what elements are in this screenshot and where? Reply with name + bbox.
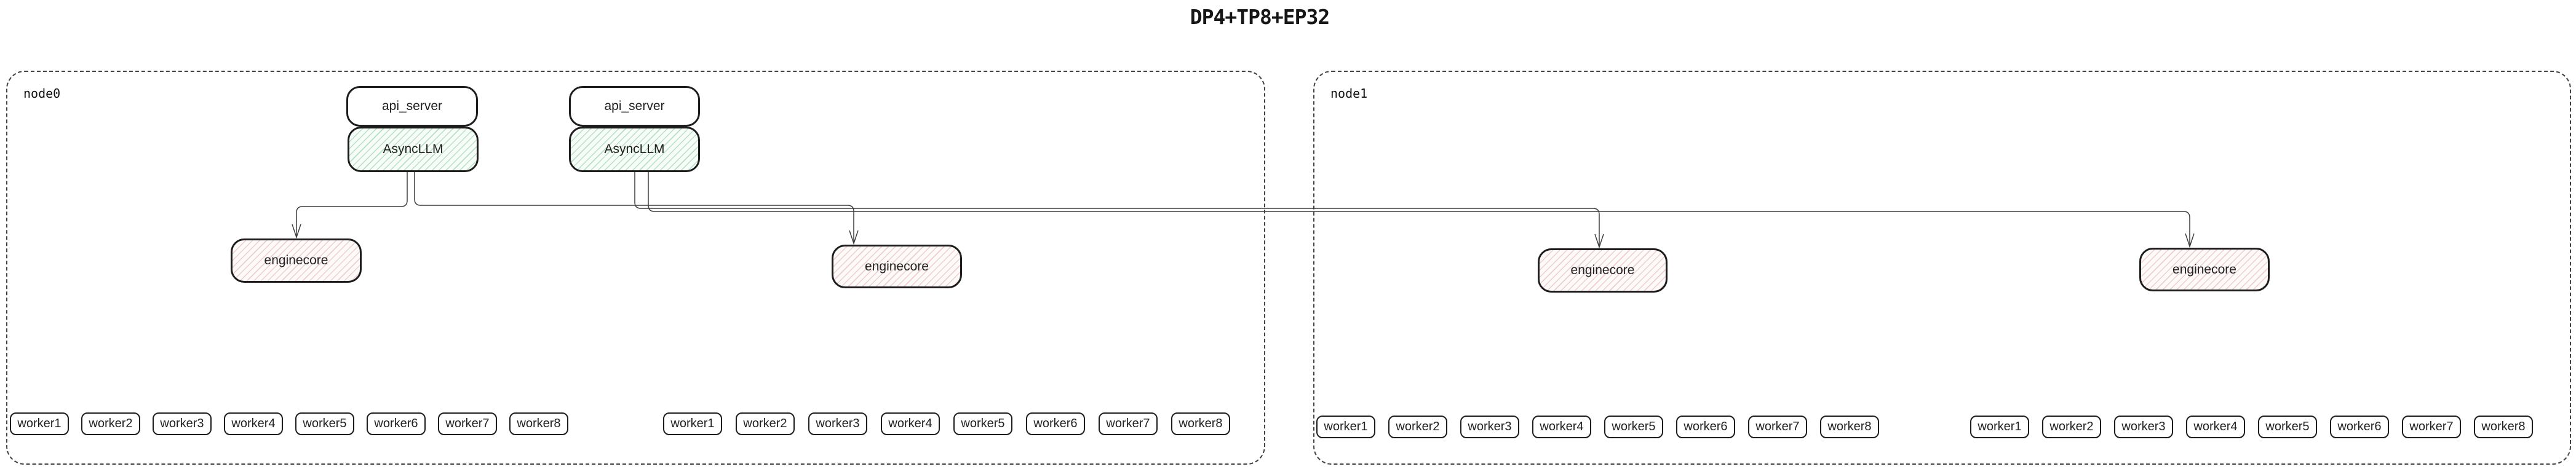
worker-box: worker3	[808, 412, 867, 435]
api-server-2-box: api_server	[569, 86, 700, 127]
worker-box: worker4	[1532, 416, 1591, 438]
worker-box: worker2	[2042, 416, 2101, 438]
diagram-title: DP4+TP8+EP32	[1190, 5, 1330, 29]
worker-box: worker7	[438, 412, 497, 435]
api-server-1-box: api_server	[346, 86, 478, 127]
asyncllm-2-box: AsyncLLM	[569, 127, 700, 172]
node1-worker-group-2: worker1 worker2 worker3 worker4 worker5 …	[1970, 416, 2533, 438]
worker-box: worker5	[295, 412, 354, 435]
worker-box: worker8	[1820, 416, 1879, 438]
worker-box: worker5	[2258, 416, 2317, 438]
enginecore-4-box: enginecore	[2139, 248, 2270, 291]
worker-box: worker2	[1388, 416, 1447, 438]
worker-box: worker3	[1460, 416, 1519, 438]
worker-box: worker4	[224, 412, 283, 435]
worker-box: worker8	[2474, 416, 2533, 438]
worker-box: worker6	[2330, 416, 2389, 438]
node0-worker-group-2: worker1 worker2 worker3 worker4 worker5 …	[663, 412, 1230, 435]
worker-box: worker1	[1970, 416, 2029, 438]
worker-box: worker4	[881, 412, 940, 435]
worker-box: worker7	[1748, 416, 1807, 438]
node1-worker-group-1: worker1 worker2 worker3 worker4 worker5 …	[1316, 416, 1879, 438]
worker-box: worker6	[1026, 412, 1085, 435]
worker-box: worker2	[736, 412, 795, 435]
worker-box: worker1	[1316, 416, 1375, 438]
node0-worker-group-1: worker1 worker2 worker3 worker4 worker5 …	[10, 412, 568, 435]
worker-box: worker8	[1171, 412, 1230, 435]
worker-box: worker7	[2402, 416, 2461, 438]
worker-box: worker5	[953, 412, 1012, 435]
enginecore-1-box: enginecore	[231, 238, 362, 283]
worker-box: worker8	[509, 412, 568, 435]
enginecore-3-box: enginecore	[1538, 248, 1668, 293]
worker-box: worker5	[1604, 416, 1663, 438]
node0-label: node0	[23, 86, 61, 101]
worker-box: worker4	[2186, 416, 2245, 438]
worker-box: worker2	[81, 412, 140, 435]
worker-box: worker1	[10, 412, 69, 435]
asyncllm-1-box: AsyncLLM	[348, 127, 479, 172]
worker-box: worker6	[367, 412, 426, 435]
worker-box: worker1	[663, 412, 722, 435]
node1-container	[1313, 71, 2571, 465]
worker-box: worker6	[1676, 416, 1735, 438]
worker-box: worker3	[2114, 416, 2173, 438]
worker-box: worker7	[1099, 412, 1158, 435]
enginecore-2-box: enginecore	[832, 245, 962, 288]
node1-label: node1	[1330, 86, 1368, 101]
worker-box: worker3	[153, 412, 212, 435]
node0-container	[6, 71, 1265, 465]
